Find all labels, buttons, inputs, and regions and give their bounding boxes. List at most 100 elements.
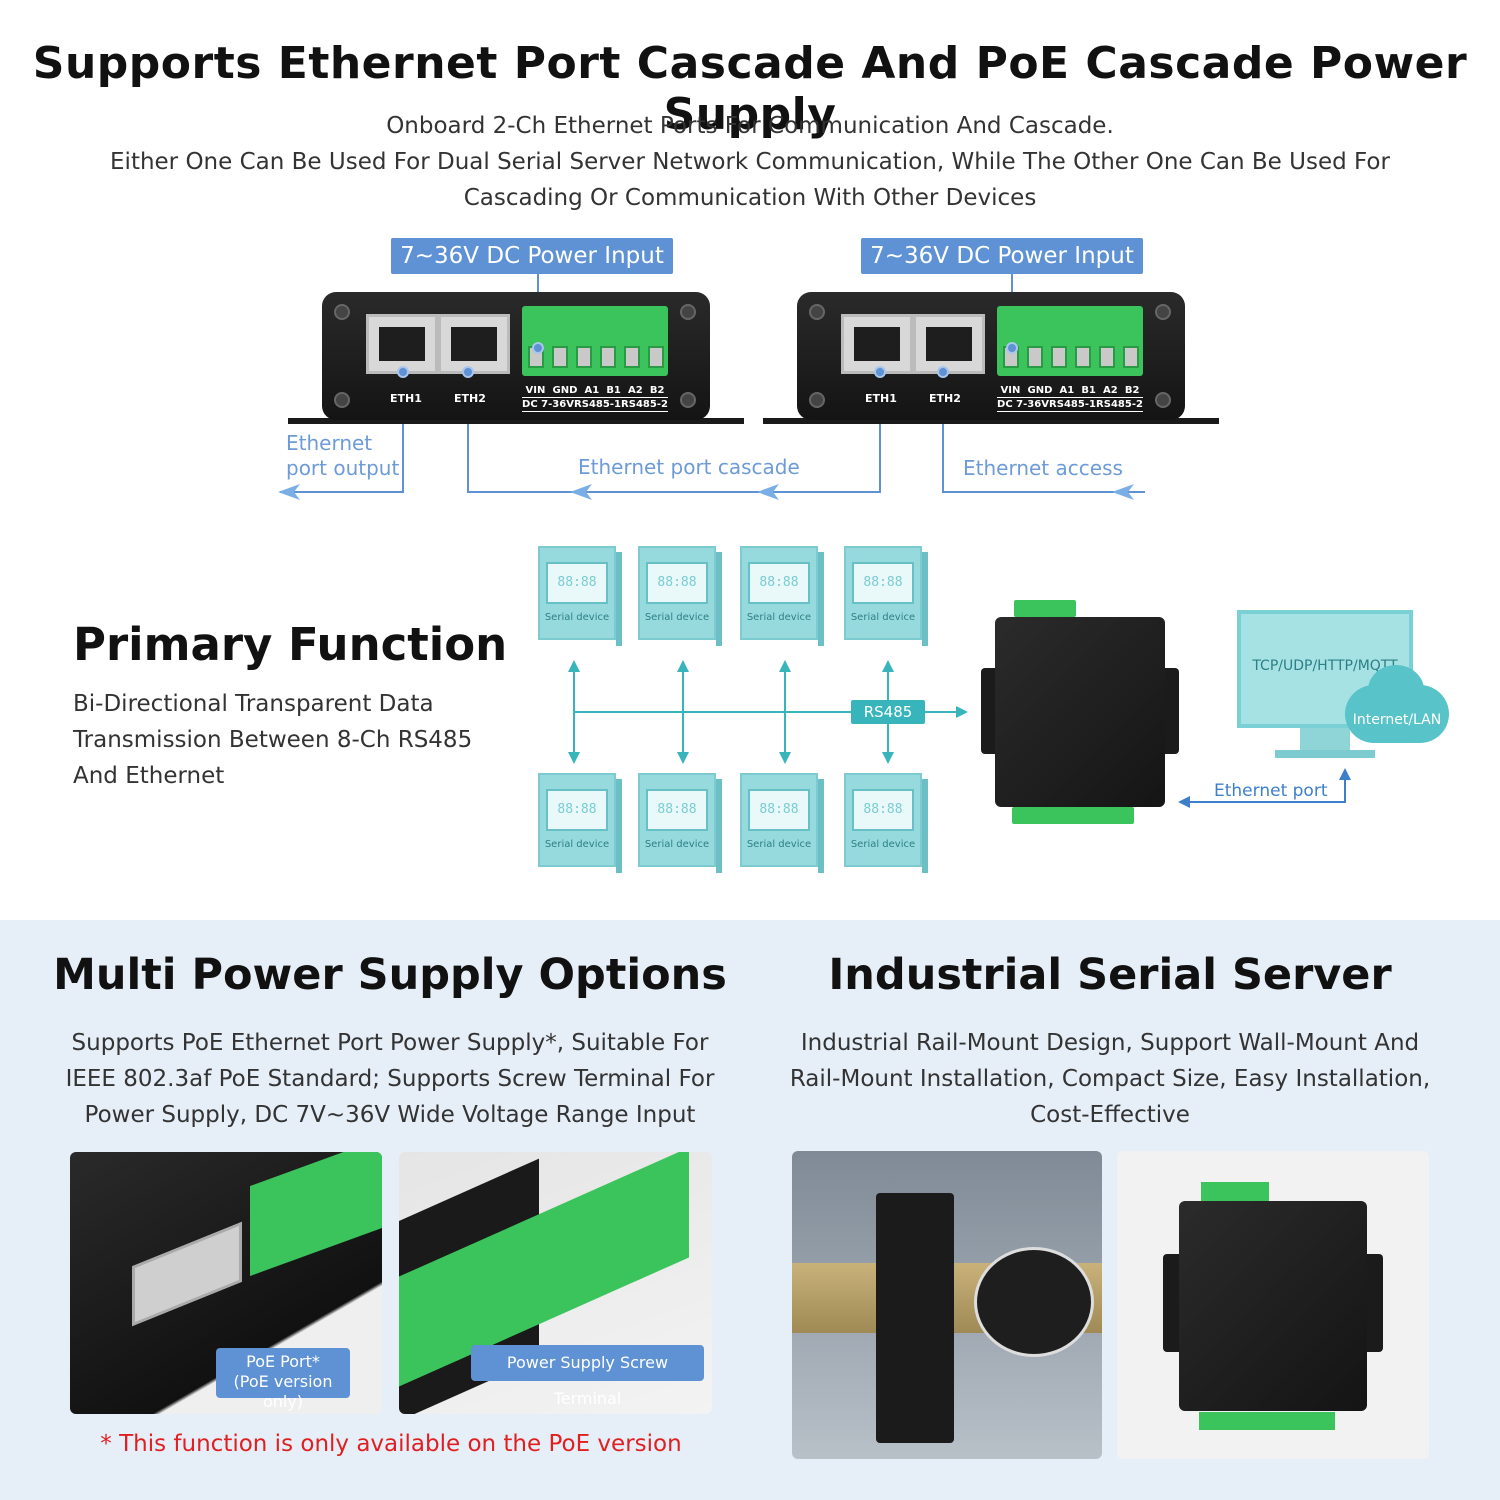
description-line: Supports PoE Ethernet Port Power Supply*…: [71, 1030, 709, 1056]
description-line: And Ethernet: [73, 763, 225, 789]
description-line: Cost-Effective: [1030, 1102, 1190, 1128]
eth1-label: ETH1: [390, 392, 422, 405]
connection-dot: [532, 342, 544, 354]
terminal-legend: VIN GND A1 B1 A2 B2 DC 7-36V RS485-1 RS4…: [522, 384, 668, 412]
tag-line: PoE Port*: [246, 1352, 320, 1371]
screw-icon: [1155, 304, 1171, 320]
terminal-label: VIN: [1000, 385, 1021, 396]
eth2-label: ETH2: [929, 392, 961, 405]
cloud-label: Internet/LAN: [1352, 712, 1442, 728]
poe-footnote: * This function is only available on the…: [100, 1431, 682, 1457]
device-screen: 88:88: [646, 789, 708, 831]
poe-port-tag: PoE Port* (PoE version only): [216, 1348, 350, 1411]
device-label: Serial device: [544, 839, 610, 850]
ethernet-jacks: [132, 1221, 242, 1327]
device-label: Serial device: [850, 612, 916, 623]
monitor-base: [1275, 750, 1375, 758]
subtitle-line: Onboard 2-Ch Ethernet Ports For Communic…: [386, 113, 1114, 139]
screw-icon: [680, 392, 696, 408]
terminal-label: B2: [1124, 385, 1140, 396]
ethernet-port-label: Ethernet port: [1214, 781, 1328, 801]
serial-server-device: ETH1 ETH2 VIN GND A1 B1 A2 B2 DC 7-36V R…: [763, 292, 1219, 424]
device-screen: 88:88: [646, 562, 708, 604]
multi-power-title: Multi Power Supply Options: [53, 950, 727, 1000]
description-line: Bi-Directional Transparent Data: [73, 691, 434, 717]
device-label: Serial device: [644, 839, 710, 850]
device-screen: 88:88: [852, 562, 914, 604]
rail-mount-photo: [792, 1151, 1102, 1459]
terminal-label: A2: [1103, 385, 1118, 396]
terminal-label: A1: [1059, 385, 1075, 396]
terminal-block: [1199, 1412, 1335, 1430]
terminal-label: RS485-1: [574, 399, 621, 410]
device-screen: 88:88: [748, 789, 810, 831]
device-label: Serial device: [746, 839, 812, 850]
connection-dot: [1006, 342, 1018, 354]
industrial-description: Industrial Rail-Mount Design, Support Wa…: [770, 1025, 1450, 1133]
wall-mount-photo: [1117, 1151, 1429, 1459]
screw-icon: [809, 392, 825, 408]
serial-server-rail: [876, 1193, 954, 1443]
terminal-block: [250, 1152, 382, 1277]
industrial-title: Industrial Serial Server: [828, 950, 1392, 1000]
ethernet-access-label: Ethernet access: [963, 456, 1123, 480]
mount-ear: [981, 668, 999, 754]
monitor-stand: [1300, 728, 1350, 752]
serial-server-front: [995, 617, 1165, 807]
eth2-label: ETH2: [454, 392, 486, 405]
device-screen: 88:88: [546, 562, 608, 604]
description-line: Transmission Between 8-Ch RS485: [73, 727, 473, 753]
screw-icon: [334, 304, 350, 320]
terminal-label: B1: [606, 385, 621, 396]
connection-dot: [937, 366, 949, 378]
bottom-terminal-block: [1012, 807, 1134, 824]
power-input-label: 7~36V DC Power Input: [391, 238, 673, 274]
terminal-block: [1201, 1182, 1269, 1202]
screw-terminal: [997, 306, 1143, 376]
screw-terminal-photo: Power Supply Screw Terminal: [399, 1152, 712, 1414]
description-line: Rail-Mount Installation, Compact Size, E…: [789, 1066, 1431, 1092]
cloud-icon: [1345, 685, 1449, 743]
description-line: IEEE 802.3af PoE Standard; Supports Scre…: [65, 1066, 715, 1092]
device-label: Serial device: [644, 612, 710, 623]
mount-flange: [763, 418, 1219, 424]
screw-icon: [1155, 392, 1171, 408]
terminal-label: B2: [649, 385, 665, 396]
screw-icon: [680, 304, 696, 320]
tag-line: (PoE version only): [233, 1372, 333, 1411]
terminal-label: VIN: [525, 385, 546, 396]
screw-icon: [809, 304, 825, 320]
terminal-label: RS485-2: [1096, 399, 1143, 410]
page-subtitle: Onboard 2-Ch Ethernet Ports For Communic…: [100, 108, 1400, 216]
terminal-label: A2: [628, 385, 643, 396]
power-input-label: 7~36V DC Power Input: [861, 238, 1143, 274]
eth1-port: [366, 314, 438, 374]
top-terminal-block: [1014, 600, 1076, 617]
primary-function-title: Primary Function: [73, 618, 508, 671]
description-line: Industrial Rail-Mount Design, Support Wa…: [800, 1030, 1420, 1056]
terminal-legend: VIN GND A1 B1 A2 B2 DC 7-36V RS485-1 RS4…: [997, 384, 1143, 412]
label-line: port output: [286, 456, 400, 480]
screw-icon: [334, 392, 350, 408]
screw-terminal-tag: Power Supply Screw Terminal: [471, 1345, 704, 1408]
primary-function-description: Bi-Directional Transparent Data Transmis…: [73, 686, 493, 794]
device-screen: 88:88: [748, 562, 810, 604]
device-label: Serial device: [746, 612, 812, 623]
connection-dot: [397, 366, 409, 378]
page-title: Supports Ethernet Port Cascade And PoE C…: [32, 38, 1468, 140]
device-screen: 88:88: [852, 789, 914, 831]
terminal-label: DC 7-36V: [997, 399, 1049, 410]
device-label: Serial device: [544, 612, 610, 623]
eth2-port: [438, 314, 510, 374]
mount-flange: [288, 418, 744, 424]
mount-ear: [1161, 668, 1179, 754]
serial-server-wall: [1179, 1201, 1367, 1411]
label-line: Ethernet: [286, 431, 373, 455]
subtitle-line: Cascading Or Communication With Other De…: [463, 185, 1037, 211]
connection-dot: [874, 366, 886, 378]
rail-clip-zoom: [974, 1247, 1094, 1357]
top-section: [0, 0, 1500, 920]
